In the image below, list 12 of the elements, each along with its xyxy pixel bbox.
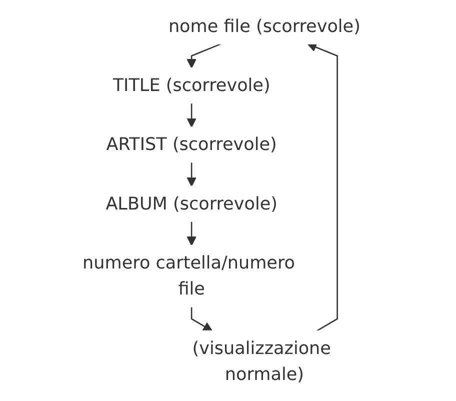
- arrow: [186, 103, 196, 128]
- node-text: (visualizzazione normale): [192, 337, 331, 385]
- arrow: [190, 306, 213, 332]
- node-text: TITLE (scorrevole): [112, 74, 270, 96]
- arrow: [307, 42, 338, 332]
- node-text: ALBUM (scorrevole): [106, 192, 278, 214]
- arrow: [186, 221, 196, 246]
- arrow: [186, 162, 196, 187]
- arrow: [186, 43, 222, 68]
- node-text: numero cartella/numero file: [82, 252, 296, 300]
- node-text: nome file (scorrevole): [168, 15, 360, 36]
- node-text: ARTIST (scorrevole): [106, 134, 277, 154]
